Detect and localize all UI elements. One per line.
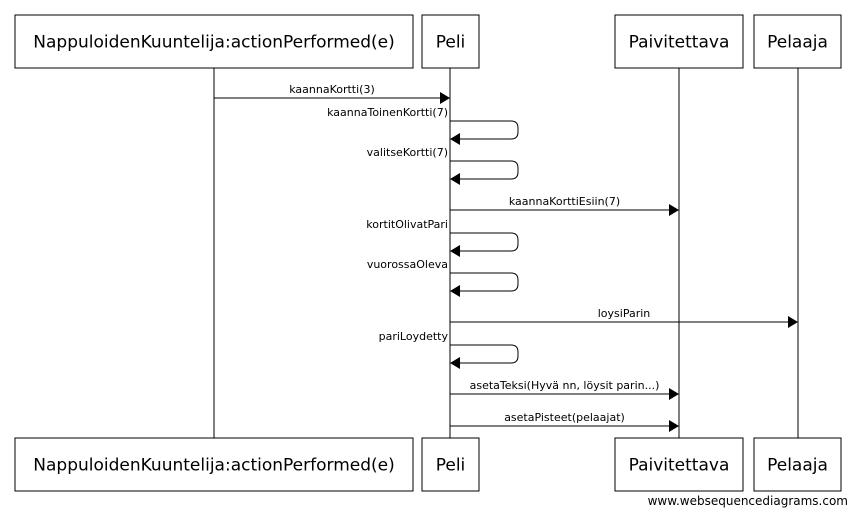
self-message-line: [450, 272, 519, 292]
participant-label: Paivitettava: [629, 456, 730, 476]
message-label: pariLoydetty: [379, 330, 449, 343]
arrowhead-icon: [669, 388, 679, 400]
message-label: vuorossaOleva: [367, 258, 448, 271]
participant-label: NappuloidenKuuntelija:actionPerformed(e): [33, 456, 394, 476]
message: valitseKortti(7): [367, 146, 519, 185]
self-message-line: [450, 344, 519, 364]
participant-bottom: Peli: [421, 437, 480, 492]
message-label: kortitOlivatPari: [366, 218, 448, 231]
participant-box: [753, 437, 842, 492]
message-label: asetaPisteet(pelaajat): [504, 411, 625, 424]
participant-box: [14, 437, 414, 492]
participant-bottom: Paivitettava: [614, 437, 744, 492]
participant-top: Peli: [421, 14, 480, 69]
participants-bottom: NappuloidenKuuntelija:actionPerformed(e)…: [14, 437, 842, 492]
participant-bottom: NappuloidenKuuntelija:actionPerformed(e): [14, 437, 414, 492]
message: kortitOlivatPari: [366, 218, 519, 257]
participant-label: NappuloidenKuuntelija:actionPerformed(e): [33, 33, 394, 53]
participant-bottom: Pelaaja: [753, 437, 842, 492]
message-label: kaannaToinenKortti(7): [327, 106, 448, 119]
message-label: kaannaKortti(3): [289, 83, 375, 96]
arrowhead-icon: [450, 357, 460, 369]
arrowhead-icon: [669, 420, 679, 432]
message: kaannaKortti(3): [214, 83, 450, 104]
message: kaannaToinenKortti(7): [327, 106, 519, 145]
message-label: valitseKortti(7): [367, 146, 448, 159]
message-label: kaannaKorttiEsiin(7): [509, 195, 620, 208]
message-label: loysiParin: [598, 307, 651, 320]
arrowhead-icon: [450, 285, 460, 297]
messages: kaannaKortti(3) kaannaToinenKortti(7) vali…: [214, 83, 798, 432]
message: vuorossaOleva: [367, 258, 519, 297]
participant-box: [614, 14, 744, 69]
arrowhead-icon: [788, 316, 798, 328]
participants-top: NappuloidenKuuntelija:actionPerformed(e)…: [14, 14, 842, 69]
participant-label: Peli: [436, 33, 466, 53]
self-message-line: [450, 120, 519, 140]
watermark: www.websequencediagrams.com: [648, 494, 848, 508]
participant-box: [753, 14, 842, 69]
message: asetaTeksi(Hyvä nn, löysit parin...): [450, 379, 679, 400]
participant-box: [614, 437, 744, 492]
arrowhead-icon: [669, 204, 679, 216]
arrowhead-icon: [450, 245, 460, 257]
message-label: asetaTeksi(Hyvä nn, löysit parin...): [470, 379, 660, 392]
participant-top: NappuloidenKuuntelija:actionPerformed(e): [14, 14, 414, 69]
message: asetaPisteet(pelaajat): [450, 411, 679, 432]
self-message-line: [450, 160, 519, 180]
participant-label: Peli: [436, 456, 466, 476]
participant-label: Pelaaja: [767, 456, 828, 476]
message: kaannaKorttiEsiin(7): [450, 195, 679, 216]
participant-label: Pelaaja: [767, 33, 828, 53]
self-message-line: [450, 232, 519, 252]
lifelines: [213, 68, 799, 438]
participant-box: [421, 14, 480, 69]
arrowhead-icon: [450, 173, 460, 185]
message: loysiParin: [450, 307, 798, 328]
participant-top: Paivitettava: [614, 14, 744, 69]
participant-label: Paivitettava: [629, 33, 730, 53]
participant-box: [421, 437, 480, 492]
arrowhead-icon: [440, 92, 450, 104]
arrowhead-icon: [450, 133, 460, 145]
participant-top: Pelaaja: [753, 14, 842, 69]
participant-box: [14, 14, 414, 69]
message: pariLoydetty: [379, 330, 519, 369]
